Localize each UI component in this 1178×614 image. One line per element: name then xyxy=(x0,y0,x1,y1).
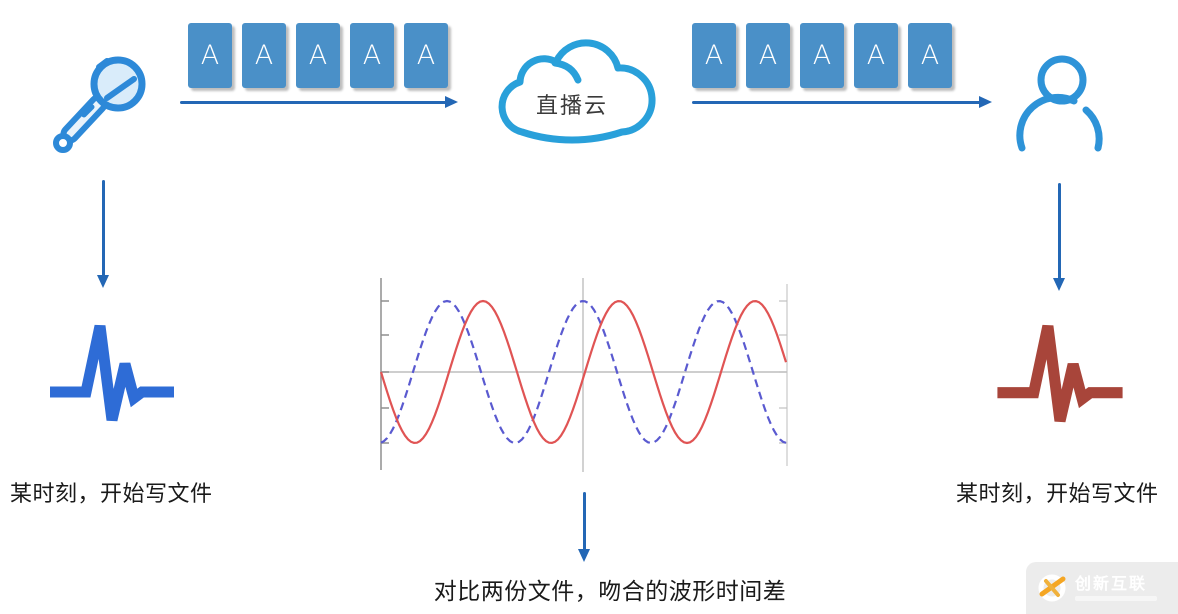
arrow-line xyxy=(1058,183,1061,280)
audio-packet: A xyxy=(296,23,340,88)
audio-packet: A xyxy=(404,23,448,88)
watermark-badge: 创新互联 xyxy=(1026,562,1178,614)
arrow-line xyxy=(692,101,983,104)
caption-bottom: 对比两份文件，吻合的波形时间差 xyxy=(433,579,787,605)
stream-arrow-to-listener xyxy=(692,96,992,109)
audio-packet: A xyxy=(350,23,394,88)
brand-logo-icon xyxy=(1038,574,1066,602)
audio-packet: A xyxy=(908,23,952,88)
arrow-head-icon xyxy=(979,96,992,108)
write-file-arrow-right xyxy=(1053,183,1066,291)
arrow-line xyxy=(180,101,449,104)
audio-packet: A xyxy=(692,23,736,88)
pulse-waveform-icon-left xyxy=(50,324,174,422)
packet-row-left: A A A A A xyxy=(188,23,448,88)
write-file-arrow-left xyxy=(97,180,110,288)
arrow-head-icon xyxy=(97,275,109,288)
arrow-head-icon xyxy=(1053,278,1065,291)
pulse-waveform-icon-right xyxy=(997,324,1123,423)
person-icon xyxy=(1016,55,1103,152)
arrow-line xyxy=(583,492,586,551)
audio-packet: A xyxy=(242,23,286,88)
caption-left: 某时刻，开始写文件 xyxy=(10,482,213,507)
compare-files-arrow xyxy=(578,492,591,562)
caption-right: 某时刻，开始写文件 xyxy=(956,482,1159,507)
brand-name: 创新互联 xyxy=(1075,574,1148,593)
arrow-head-icon xyxy=(578,549,590,562)
microphone-icon xyxy=(53,56,146,153)
audio-packet: A xyxy=(854,23,898,88)
audio-packet: A xyxy=(800,23,844,88)
waveform-comparison-chart xyxy=(379,278,788,472)
arrow-line xyxy=(102,180,105,277)
audio-packet: A xyxy=(188,23,232,88)
arrow-head-icon xyxy=(445,96,458,108)
brand-subtitle-bar xyxy=(1075,596,1157,601)
audio-packet: A xyxy=(746,23,790,88)
cloud-icon xyxy=(498,39,656,144)
packet-row-right: A A A A A xyxy=(692,23,952,88)
cloud-label: 直播云 xyxy=(535,94,608,119)
stream-arrow-to-cloud xyxy=(180,96,458,109)
